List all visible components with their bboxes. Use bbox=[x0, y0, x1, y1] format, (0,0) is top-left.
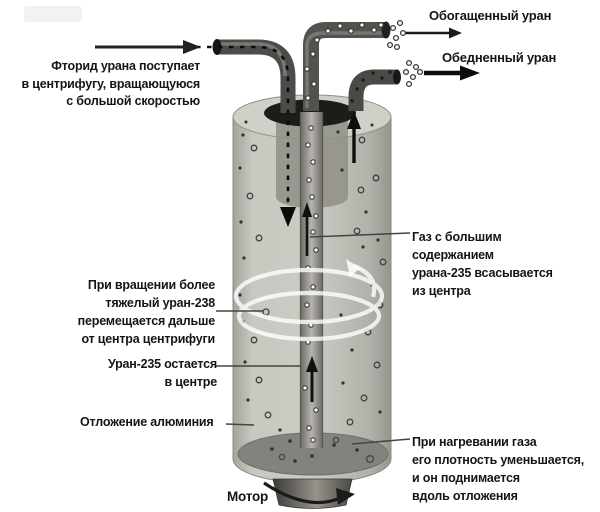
gas-dots bbox=[238, 120, 382, 463]
motor-rotation-arrow bbox=[263, 481, 355, 505]
paper-smudge bbox=[24, 6, 82, 22]
motor-label: Мотор bbox=[227, 489, 269, 504]
pipe-dots bbox=[350, 70, 392, 103]
uranium-235-label: Уран-235 остается в центре bbox=[107, 357, 217, 389]
spiral-arrowhead bbox=[346, 259, 360, 277]
central-tube bbox=[299, 112, 324, 448]
enriched-molecules bbox=[386, 19, 407, 51]
depleted-molecules bbox=[402, 59, 424, 88]
enriched-arrow bbox=[404, 27, 462, 39]
lower-up-arrow bbox=[306, 356, 318, 402]
enriched-output-pipe bbox=[303, 21, 391, 111]
pipe-bubbles bbox=[304, 22, 384, 101]
feed-label: Фторид урана поступает в центрифугу, вра… bbox=[21, 59, 200, 108]
uranium-238-label: При вращении более тяжелый уран-238 пере… bbox=[77, 278, 216, 346]
depleted-output-pipe bbox=[348, 69, 401, 111]
depleted-up-arrow bbox=[347, 111, 361, 163]
enriched-uranium-label: Обогащенный уран bbox=[429, 8, 552, 23]
depleted-uranium-label: Обедненный уран bbox=[442, 50, 557, 65]
feed-flow-dashed-arrow bbox=[196, 45, 296, 227]
feed-arrow bbox=[95, 40, 201, 54]
tube-bubbles bbox=[302, 125, 319, 443]
depleted-arrow bbox=[424, 65, 480, 81]
heated-gas-label: При нагревании газа его плотность уменьш… bbox=[412, 435, 584, 503]
label-pointer-lines bbox=[216, 232, 411, 445]
gas-center-label: Газ с большим содержанием урана-235 всас… bbox=[412, 230, 553, 298]
aluminum-deposit-label: Отложение алюминия bbox=[80, 415, 214, 429]
center-up-arrow bbox=[302, 202, 312, 256]
